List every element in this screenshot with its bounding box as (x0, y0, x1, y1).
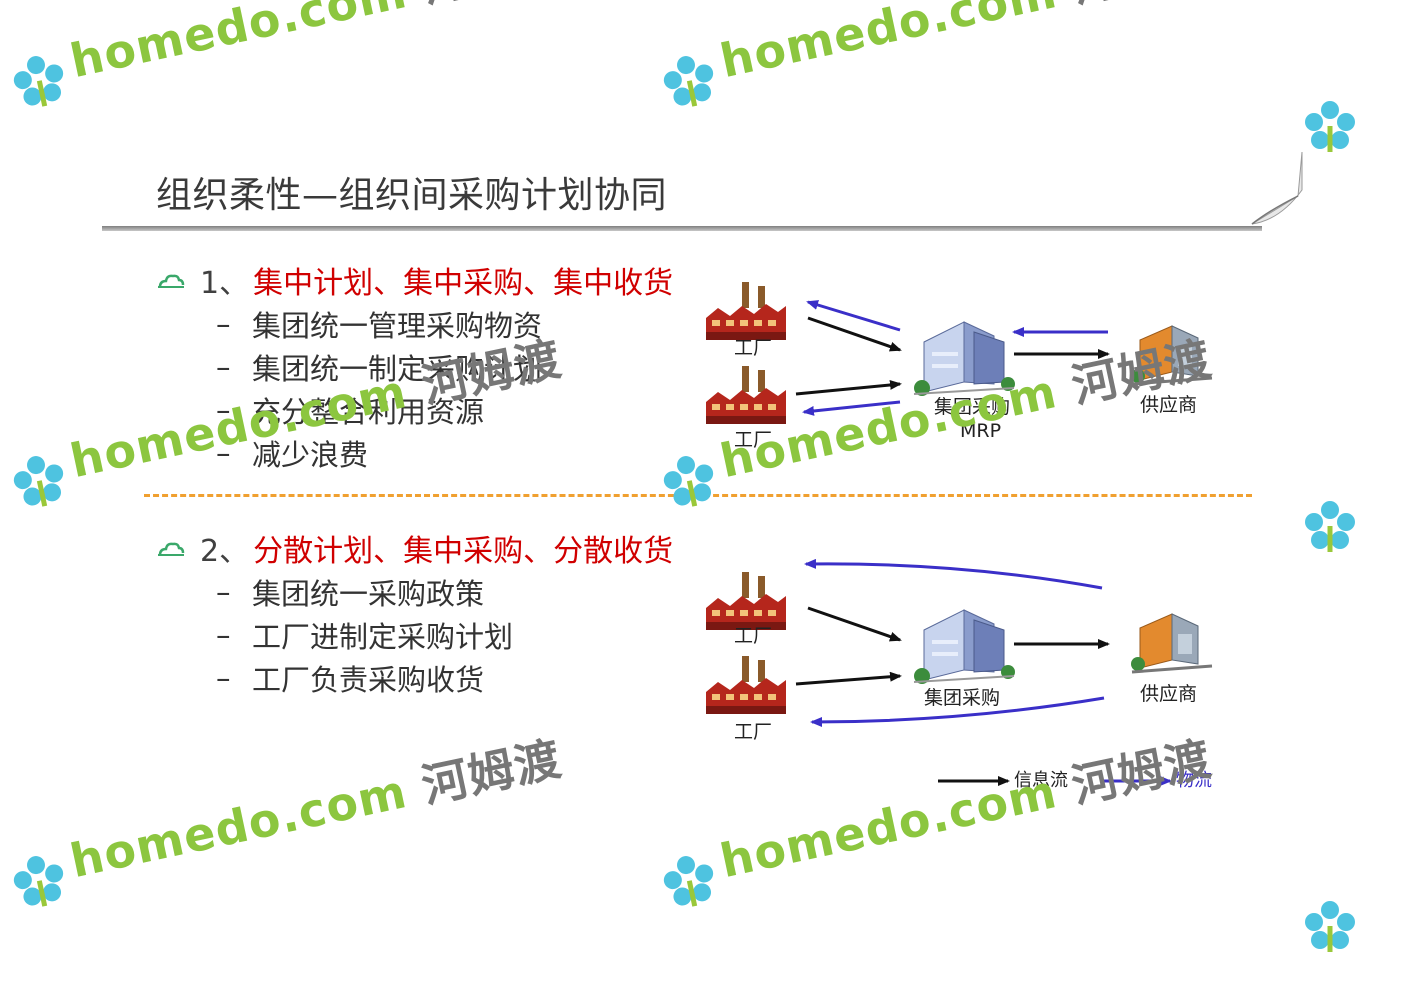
factory-icon (706, 282, 786, 340)
hub-label: 集团采购 (934, 396, 1010, 418)
section-1: 1、 集中计划、集中采购、集中收货 –集团统一管理采购物资 –集团统一制定采购计… (156, 258, 673, 474)
list-item: –工厂进制定采购计划 (216, 617, 514, 654)
factory-icon (706, 366, 786, 424)
supplier-building-icon (1129, 324, 1214, 386)
section-1-heading: 1、 集中计划、集中采购、集中收货 (156, 258, 673, 302)
factory-icon (706, 656, 786, 714)
list-item: –充分整合利用资源 (216, 392, 485, 429)
section-1-heading-text: 集中计划、集中采购、集中收货 (253, 266, 674, 301)
material-flow-arrow (804, 558, 1103, 590)
cloud-bullet-icon (158, 274, 185, 288)
legend-material-label: 物流 (1176, 770, 1212, 791)
building-icon (913, 321, 1016, 397)
factory-label: 工厂 (734, 337, 772, 359)
factory-icon (706, 572, 786, 630)
building-icon (913, 609, 1016, 685)
supplier-building-icon (1129, 612, 1214, 674)
section-1-number: 1、 (200, 266, 250, 301)
legend: 信息流 物流 (938, 770, 1212, 791)
diagram-1: 工厂 工厂 集团采购 MRP 供应商 (706, 282, 1214, 451)
list-item: –集团统一采购政策 (216, 574, 485, 611)
hub-label: 集团采购 (924, 687, 1000, 709)
supplier-label: 供应商 (1140, 394, 1197, 416)
list-item: –集团统一管理采购物资 (216, 306, 543, 343)
hub-sublabel: MRP (960, 420, 1001, 442)
material-flow-arrow (806, 300, 901, 332)
info-flow-arrow (807, 606, 902, 642)
cloud-bullet-icon (158, 542, 185, 556)
material-flow-arrow (802, 400, 901, 416)
list-item: –集团统一制定采购计划 (216, 349, 543, 386)
supplier-label: 供应商 (1140, 683, 1197, 705)
info-flow-arrow (795, 671, 902, 686)
factory-label: 工厂 (734, 429, 772, 451)
list-item: –工厂负责采购收货 (216, 660, 485, 697)
factory-label: 工厂 (734, 721, 772, 743)
material-flow-arrow (810, 696, 1105, 727)
legend-info-label: 信息流 (1014, 770, 1068, 791)
diagram-2: 工厂 工厂 集团采购 供应商 (706, 558, 1214, 743)
section-2-number: 2、 (200, 534, 250, 569)
info-flow-arrow (795, 379, 902, 396)
section-2-heading-text: 分散计划、集中采购、分散收货 (253, 534, 674, 569)
slide-title: 组织柔性—组织间采购计划协同 (156, 175, 668, 216)
page-curl-decoration (1251, 151, 1303, 225)
list-item: –减少浪费 (216, 435, 369, 472)
section-2: 2、 分散计划、集中采购、分散收货 –集团统一采购政策 –工厂进制定采购计划 –… (156, 526, 673, 699)
title-underline (102, 226, 1262, 231)
factory-label: 工厂 (734, 625, 772, 647)
section-2-heading: 2、 分散计划、集中采购、分散收货 (156, 526, 673, 570)
info-flow-arrow (807, 316, 902, 352)
